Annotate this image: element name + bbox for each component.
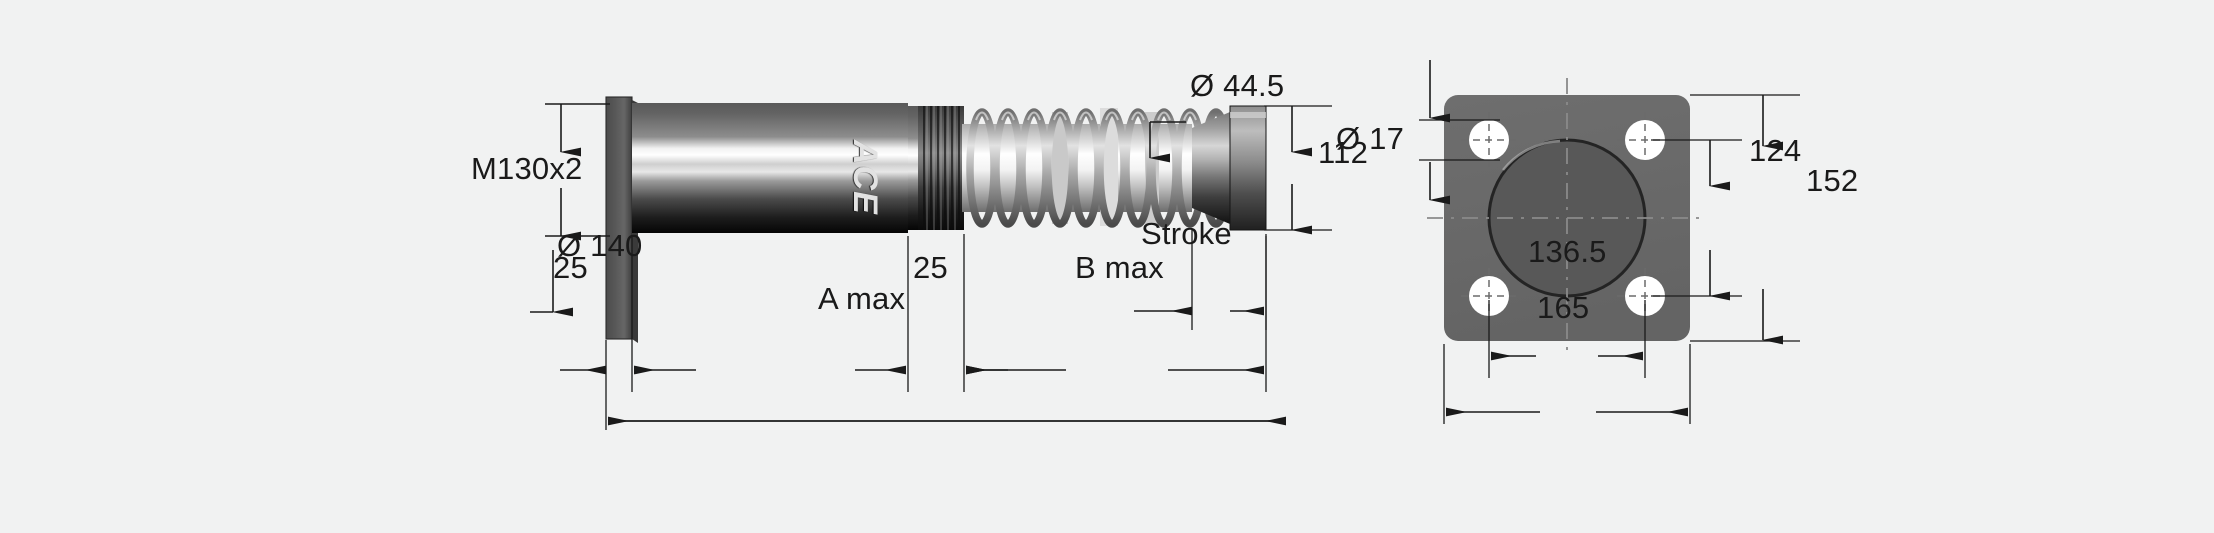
- body-diameter-label: Ø 140: [557, 228, 643, 263]
- bolt-hole-centerlines: [1461, 112, 1673, 324]
- ace-brand-mark: ACE: [846, 140, 884, 215]
- view-centerlines: [1427, 78, 1707, 358]
- cap-height-112-label: 112: [1318, 135, 1369, 170]
- spring-highlight: [975, 111, 1197, 121]
- flange-thickness-25-label: 25: [553, 250, 588, 285]
- a-max-label: A max: [818, 281, 906, 316]
- rod-end-cap: [1192, 105, 1267, 231]
- dimension-lines-front: [1419, 60, 1800, 424]
- thread-length-25-label: 25: [913, 250, 948, 285]
- b-max-label: B max: [1075, 250, 1164, 285]
- side-elevation-view: [530, 96, 1332, 430]
- thread-callout-label: M130x2: [471, 151, 583, 186]
- rod-diameter-label: Ø 44.5: [1190, 68, 1285, 103]
- bolt-circle-vertical-124-label: 124: [1749, 133, 1802, 168]
- flange-height-152-label: 152: [1806, 163, 1859, 198]
- stroke-label: Stroke: [1141, 216, 1232, 251]
- dimension-lines-side: [530, 103, 1332, 430]
- bolt-circle-horizontal-136-5-label: 136.5: [1528, 234, 1607, 269]
- cylinder-body: [632, 103, 918, 233]
- threaded-collar: [918, 106, 964, 230]
- bolt-hole-diameter-label: Ø 17: [1336, 121, 1405, 156]
- flange-width-165-label: 165: [1537, 290, 1590, 325]
- front-flange-view: [1419, 60, 1800, 424]
